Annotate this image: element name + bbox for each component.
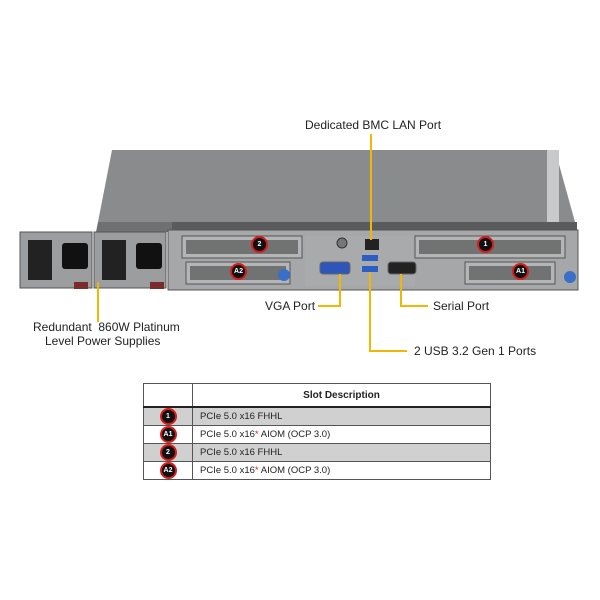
- leader-psu: [97, 282, 99, 322]
- slot-description-suffix: AIOM (OCP 3.0): [258, 465, 331, 476]
- leader-serial-h: [400, 305, 428, 307]
- callout-slot-a2: A2: [230, 263, 247, 280]
- slot-description: PCIe 5.0 x16 FHHL: [200, 447, 283, 458]
- table-row: 2 PCIe 5.0 x16 FHHL: [143, 443, 491, 462]
- slot-badge: A1: [159, 426, 177, 443]
- leader-vga-h: [318, 305, 341, 307]
- slot-description: PCIe 5.0 x16: [200, 429, 255, 440]
- slot-badge: 1: [159, 408, 177, 425]
- slot-description-table: Slot Description 1 PCIe 5.0 x16 FHHL A1 …: [143, 383, 491, 480]
- leader-vga-v: [339, 274, 341, 306]
- slot-badge: 2: [159, 444, 177, 461]
- bmc-lan-port: [365, 239, 379, 250]
- table-row: 1 PCIe 5.0 x16 FHHL: [143, 406, 491, 426]
- usb-port-1: [362, 255, 378, 261]
- label-serial-port: Serial Port: [433, 299, 490, 313]
- footnote-star: *: [254, 429, 259, 440]
- gnd-screw: [336, 237, 348, 249]
- psu-left: [19, 231, 93, 289]
- leader-usb-h: [369, 350, 407, 352]
- table-header-row: Slot Description: [143, 383, 491, 408]
- callout-slot-a1: A1: [512, 263, 529, 280]
- label-vga-port: VGA Port: [265, 299, 316, 313]
- callout-slot-1: 1: [477, 236, 494, 253]
- thumbscrew-left: [278, 269, 290, 281]
- vent-strip: [172, 222, 577, 230]
- table-row: A2 PCIe 5.0 x16* AIOM (OCP 3.0): [143, 461, 491, 480]
- callout-slot-2: 2: [251, 236, 268, 253]
- psu-right: [93, 231, 167, 289]
- io-panel: [305, 236, 415, 286]
- table-header-description: Slot Description: [192, 383, 491, 408]
- leader-bmc-lan: [370, 134, 372, 240]
- chassis-lid: [98, 150, 575, 222]
- footnote-star: *: [254, 465, 259, 476]
- label-usb-ports: 2 USB 3.2 Gen 1 Ports: [414, 344, 537, 358]
- slot-description-suffix: AIOM (OCP 3.0): [258, 429, 331, 440]
- table-header-badge: [143, 383, 193, 408]
- thumbscrew-right: [564, 271, 576, 283]
- leader-usb-v: [369, 272, 371, 351]
- usb-port-2: [362, 266, 378, 272]
- slot-description: PCIe 5.0 x16 FHHL: [200, 411, 283, 422]
- serial-port: [387, 261, 417, 275]
- table-row: A1 PCIe 5.0 x16* AIOM (OCP 3.0): [143, 425, 491, 444]
- label-bmc-lan-port: Dedicated BMC LAN Port: [305, 118, 442, 132]
- label-psu-line1: Redundant 860W Platinum: [33, 320, 180, 334]
- label-psu-line2: Level Power Supplies: [45, 334, 161, 348]
- leader-serial-v: [400, 274, 402, 306]
- vga-port: [319, 261, 351, 275]
- slot-description: PCIe 5.0 x16: [200, 465, 255, 476]
- slot-badge: A2: [159, 462, 177, 479]
